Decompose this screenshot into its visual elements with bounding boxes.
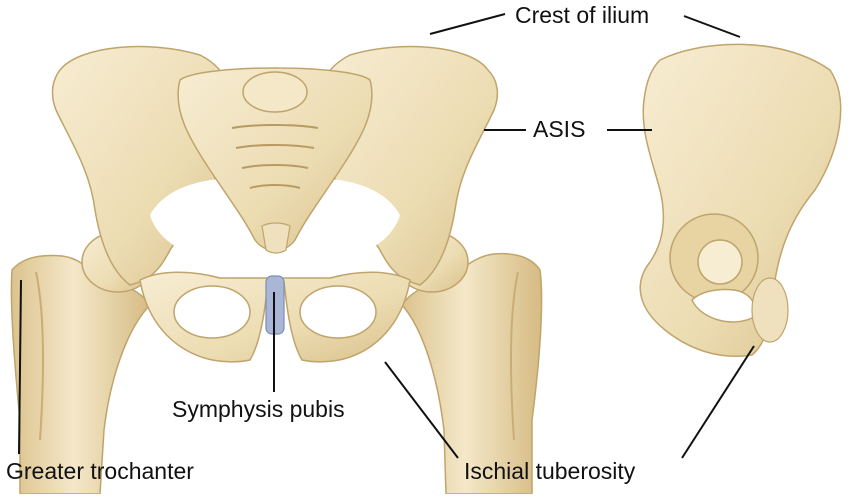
leader-lines xyxy=(18,13,755,459)
label-greater-trochanter: Greater trochanter xyxy=(6,458,194,484)
label-asis: ASIS xyxy=(533,116,586,142)
leader-ischial-left xyxy=(384,361,459,459)
hip-bone-lateral xyxy=(639,43,842,357)
label-symphysis-pubis: Symphysis pubis xyxy=(172,396,345,422)
leader-ischial-right xyxy=(681,345,755,459)
label-ischial-tuberosity: Ischial tuberosity xyxy=(464,458,636,484)
leader-greater-trochanter xyxy=(18,279,22,455)
leader-crest-right xyxy=(683,15,741,38)
leader-crest-left xyxy=(429,13,506,35)
label-crest-of-ilium: Crest of ilium xyxy=(515,2,650,28)
pelvis-front xyxy=(51,45,499,363)
